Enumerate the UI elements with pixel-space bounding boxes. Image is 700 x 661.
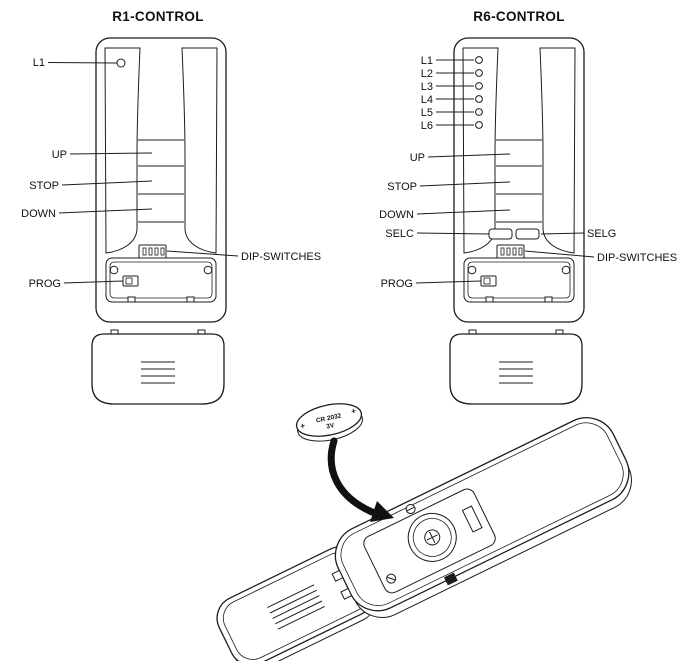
r6-cover-grille [499, 361, 533, 384]
remote-3d-latch-2 [340, 587, 353, 600]
r6-screw-right [561, 265, 571, 275]
r6-title: R6-CONTROL [473, 9, 565, 24]
r6-leds [475, 56, 483, 129]
r6-label-stop: STOP [387, 181, 417, 193]
r6-face-left-wedge [462, 47, 499, 254]
r6-battery-cover [449, 329, 583, 405]
r1-label-stop: STOP [29, 180, 59, 192]
remote-3d [331, 417, 632, 618]
r1-compartment [105, 257, 217, 303]
r6-control-diagram: R6-CONTROL [379, 9, 677, 405]
battery-installation-illustration: CR 2032 3V + + [216, 403, 632, 661]
r1-latch-notch-left [127, 296, 136, 303]
coin-battery: CR 2032 3V + + [295, 403, 363, 442]
r1-screw-left [109, 265, 119, 275]
r6-compartment [463, 257, 575, 303]
r1-prog-button [122, 275, 139, 287]
insertion-arrow [327, 437, 394, 522]
latch-slot [443, 572, 458, 586]
r6-label-l1: L1 [421, 55, 433, 67]
r1-screw-right [203, 265, 213, 275]
r1-leader-prog [63, 280, 124, 284]
r1-leader-stop [61, 180, 153, 186]
r6-led-l5 [475, 108, 483, 116]
r6-label-prog: PROG [381, 278, 413, 290]
r1-label-l1: L1 [33, 57, 45, 69]
r1-latch-notch-right [186, 296, 195, 303]
r1-dip-switches-block [138, 244, 167, 259]
r1-title: R1-CONTROL [112, 9, 204, 24]
remote-3d-latch-1 [331, 569, 344, 582]
r6-leader-selg [540, 232, 585, 235]
r6-led-l6 [475, 121, 483, 129]
remote-3d-compartment [363, 488, 496, 594]
r1-leader-l1 [47, 62, 118, 64]
battery-plus-right: + [350, 406, 357, 416]
r1-leader-up [69, 152, 153, 155]
r6-led-l3 [475, 82, 483, 90]
r6-label-l4: L4 [421, 94, 433, 106]
r6-label-selg: SELG [587, 228, 616, 240]
r1-label-up: UP [52, 149, 67, 161]
r1-label-down: DOWN [21, 208, 56, 220]
battery-contact [461, 505, 483, 533]
r6-dip-switches-block [496, 244, 525, 259]
r6-label-l2: L2 [421, 68, 433, 80]
r6-led-l4 [475, 95, 483, 103]
cover-3d-grille [267, 584, 325, 630]
r6-leader-stop [419, 181, 511, 187]
r6-label-down: DOWN [379, 209, 414, 221]
r6-latch-notch-left [485, 296, 494, 303]
r1-leader-down [58, 208, 153, 214]
r1-face-right-wedge [181, 47, 218, 254]
r6-face-right-wedge [539, 47, 576, 254]
r1-leader-dip-switches [166, 250, 239, 257]
r6-led-l2 [475, 69, 483, 77]
r6-label-l5: L5 [421, 107, 433, 119]
r6-leader-prog [415, 280, 482, 284]
r6-label-l3: L3 [421, 81, 433, 93]
r6-leader-dip-switches [524, 250, 595, 258]
r6-selg-button [515, 228, 540, 240]
r6-latch-notch-right [544, 296, 553, 303]
r6-leader-selc [416, 232, 490, 235]
r6-label-dip-switches: DIP-SWITCHES [597, 252, 677, 264]
r6-label-selc: SELC [385, 228, 414, 240]
r6-prog-button [480, 275, 497, 287]
r6-label-l6: L6 [421, 120, 433, 132]
r1-face-left-wedge [104, 47, 141, 254]
battery-voltage-text: 3V [326, 422, 336, 431]
r6-screw-left [467, 265, 477, 275]
r6-selc-button [488, 228, 513, 240]
r1-label-prog: PROG [29, 278, 61, 290]
r1-cover-grille [141, 361, 175, 384]
r6-label-up: UP [410, 152, 425, 164]
r1-battery-cover [91, 329, 225, 405]
battery-plus-left: + [299, 421, 306, 431]
r6-led-l1 [475, 56, 483, 64]
r6-leader-up [427, 153, 511, 158]
r1-led-l1 [116, 58, 126, 68]
r1-label-dip-switches: DIP-SWITCHES [241, 251, 321, 263]
r6-leader-down [416, 209, 511, 215]
r1-control-diagram: R1-CONTROL [21, 9, 321, 405]
